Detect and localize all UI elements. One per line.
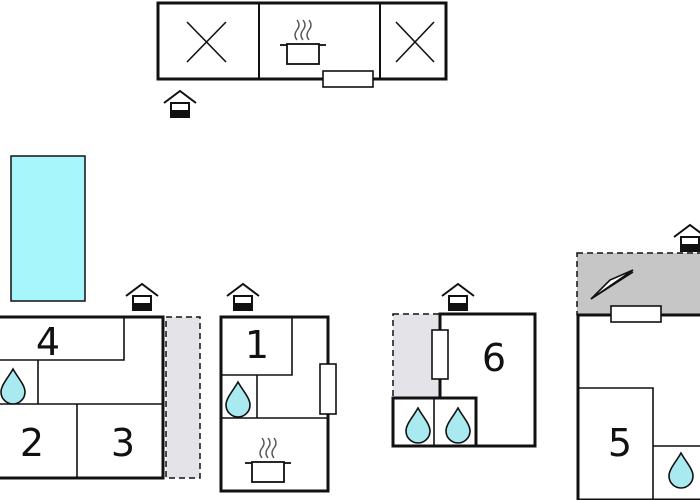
top-building xyxy=(156,1,448,88)
cross-icon xyxy=(395,21,435,63)
left-building: 4 2 3 xyxy=(0,315,165,480)
entrance-house-icon xyxy=(226,283,260,311)
terrace xyxy=(165,316,201,479)
right-middle-building: 6 xyxy=(391,312,537,448)
window-rect xyxy=(322,70,374,88)
window-rect xyxy=(319,363,337,415)
room-number-5: 5 xyxy=(608,421,632,465)
room-number-3: 3 xyxy=(111,421,135,465)
entrance-house-icon xyxy=(125,283,159,311)
entrance-house-icon xyxy=(441,283,475,311)
window-rect xyxy=(431,329,449,380)
room-number-6: 6 xyxy=(482,336,506,380)
cross-icon xyxy=(186,21,227,63)
entrance-house-icon xyxy=(163,90,197,118)
far-right-building: 5 xyxy=(576,305,700,500)
entrance-house-icon xyxy=(673,224,700,252)
room-number-4: 4 xyxy=(36,320,60,364)
covered-terrace xyxy=(576,252,700,316)
middle-building: 1 xyxy=(219,315,337,493)
room-number-1: 1 xyxy=(245,323,269,367)
window-rect xyxy=(610,305,662,323)
room-number-2: 2 xyxy=(20,421,44,465)
pool xyxy=(10,155,86,302)
